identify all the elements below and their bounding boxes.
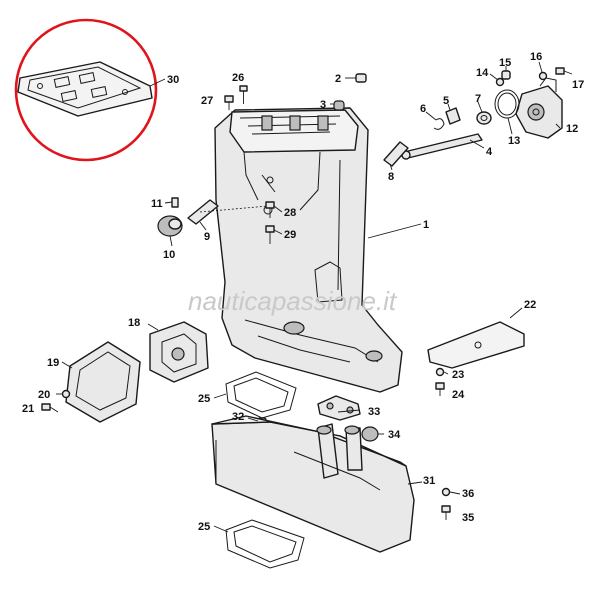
part-26-screw	[239, 85, 248, 104]
callout-9: 9	[204, 231, 210, 243]
callout-13: 13	[508, 135, 520, 147]
callout-32: 32	[232, 411, 244, 423]
part-36-washer	[441, 487, 451, 497]
callout-21: 21	[22, 403, 34, 415]
part-30-gasket	[17, 61, 153, 117]
callout-7: 7	[475, 93, 481, 105]
callout-4: 4	[486, 146, 493, 158]
part-17-screw	[555, 67, 573, 75]
part-1-driveshaft-housing	[214, 107, 403, 393]
part-27-screw	[224, 95, 234, 110]
part-35-screw	[441, 505, 451, 520]
callout-22: 22	[524, 299, 536, 311]
part-6-clip	[433, 118, 445, 130]
part-21-screw	[41, 403, 59, 413]
callout-17: 17	[572, 79, 584, 91]
part-25-gasket-lower	[225, 519, 305, 569]
callout-27: 27	[201, 95, 213, 107]
part-25-gasket-upper	[225, 371, 297, 419]
callout-11: 11	[151, 198, 163, 210]
callout-24: 24	[452, 389, 465, 401]
part-16-washer	[538, 71, 548, 81]
callout-labels: 30 26 27 2 3 14 15 16 17 6 5 7 12 13 4 8…	[22, 51, 584, 533]
part-31-lower-housing	[211, 415, 415, 553]
callout-3: 3	[320, 99, 326, 111]
part-11-screw	[171, 197, 179, 208]
callout-16: 16	[530, 51, 542, 63]
callout-14: 14	[476, 67, 489, 79]
part-3-plug	[333, 100, 345, 111]
part-33-bracket	[317, 395, 361, 421]
part-28-bolt	[265, 201, 275, 218]
callout-23: 23	[452, 369, 464, 381]
callout-36: 36	[462, 488, 474, 500]
callout-35: 35	[462, 512, 474, 524]
alignment-line	[199, 205, 269, 213]
callout-8: 8	[388, 171, 394, 183]
part-9-bracket	[187, 199, 219, 225]
part-8-bracket	[383, 141, 409, 167]
callout-28: 28	[284, 207, 296, 219]
watermark: nauticapassione.it	[188, 286, 398, 316]
callout-31: 31	[423, 475, 435, 487]
part-10-grommet	[157, 215, 183, 237]
callout-25-lower: 25	[198, 521, 210, 533]
part-7-bushing	[476, 111, 492, 125]
part-18-mount	[149, 321, 209, 383]
leader-lines	[56, 61, 561, 533]
callout-26: 26	[232, 72, 244, 84]
callout-20: 20	[38, 389, 50, 401]
callout-33: 33	[368, 406, 380, 418]
callout-25-upper: 25	[198, 393, 210, 405]
part-12-pump-housing	[515, 77, 563, 139]
callout-34: 34	[388, 429, 401, 441]
part-4-pump-shaft	[401, 133, 483, 160]
part-20-washer	[61, 389, 71, 399]
part-24-screw	[435, 382, 445, 396]
part-13-gasket	[494, 89, 520, 119]
callout-5: 5	[443, 95, 449, 107]
callout-12: 12	[566, 123, 578, 135]
callout-10: 10	[163, 249, 175, 261]
callout-18: 18	[128, 317, 140, 329]
callout-19: 19	[47, 357, 59, 369]
part-5-key	[445, 107, 461, 125]
callout-15: 15	[499, 57, 511, 69]
callout-2: 2	[335, 73, 341, 85]
part-14-washer	[495, 77, 505, 87]
part-23-washer	[435, 367, 445, 377]
part-2-plug	[355, 73, 367, 83]
callout-30: 30	[167, 74, 179, 86]
part-34-grommet	[361, 426, 379, 442]
part-19-cover	[65, 341, 141, 423]
part-29-bolt	[265, 225, 275, 244]
callout-6: 6	[420, 103, 426, 115]
callout-1: 1	[423, 219, 429, 231]
callout-29: 29	[284, 229, 296, 241]
highlight-circle	[14, 18, 158, 162]
part-22-plate	[427, 321, 525, 369]
part-15-seal	[501, 70, 511, 80]
